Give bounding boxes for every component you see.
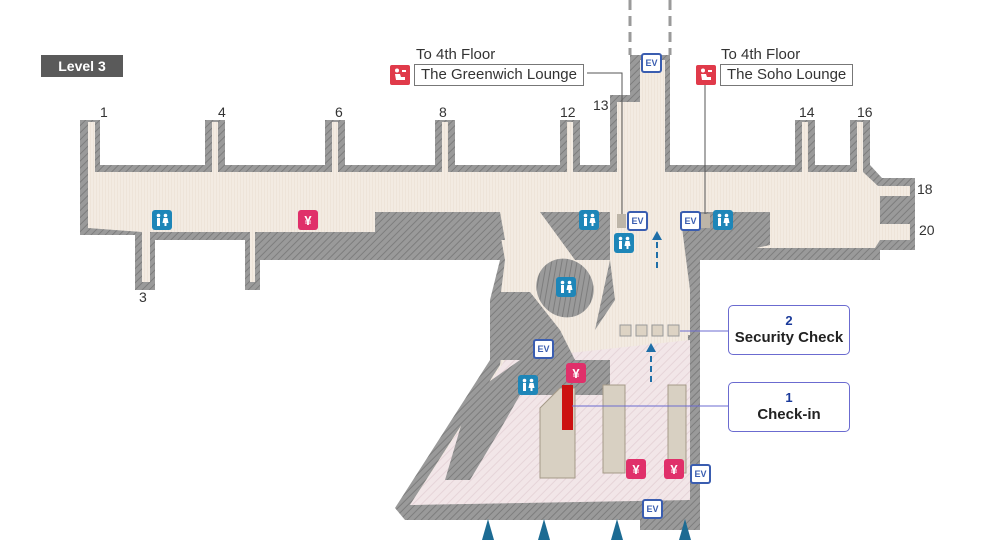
elevator-icon: EV — [627, 211, 648, 231]
gate-3-label: 3 — [139, 289, 147, 305]
security-check-label: Security Check — [734, 329, 844, 346]
currency-exchange-icon: ¥ — [626, 459, 646, 479]
soho-floor-note: To 4th Floor — [721, 46, 801, 63]
flow-arrows — [646, 231, 662, 382]
restroom-icon — [713, 210, 733, 230]
security-check-callout[interactable]: 2 Security Check — [728, 305, 850, 355]
restroom-icon — [556, 277, 576, 297]
gate-14-label: 14 — [799, 104, 815, 120]
currency-exchange-icon: ¥ — [664, 459, 684, 479]
elevator-icon: EV — [680, 211, 701, 231]
gate-12-label: 12 — [560, 104, 576, 120]
greenwich-lounge-name: The Greenwich Lounge — [414, 64, 584, 86]
greenwich-lounge[interactable]: The Greenwich Lounge — [390, 64, 584, 86]
security-lanes — [619, 324, 680, 337]
level-badge: Level 3 — [41, 55, 123, 77]
security-check-number: 2 — [785, 313, 793, 328]
soho-lounge-name: The Soho Lounge — [720, 64, 854, 86]
currency-exchange-icon: ¥ — [298, 210, 318, 230]
greenwich-floor-note: To 4th Floor — [416, 46, 496, 63]
restroom-icon — [579, 210, 599, 230]
elevator-icon: EV — [641, 53, 662, 73]
leader-lines — [572, 72, 729, 407]
lounge-icon — [390, 65, 410, 85]
currency-exchange-icon: ¥ — [566, 363, 586, 383]
soho-lounge[interactable]: The Soho Lounge — [696, 64, 854, 86]
upper-corridor — [628, 0, 672, 55]
restroom-icon — [518, 375, 538, 395]
gate-8-label: 8 — [439, 104, 447, 120]
lounge-access-marker — [701, 214, 710, 228]
gate-4-label: 4 — [218, 104, 226, 120]
gate-18-label: 18 — [917, 181, 933, 197]
check-in-number: 1 — [785, 390, 793, 405]
elevator-icon: EV — [533, 339, 554, 359]
gate-notches-right — [880, 196, 915, 224]
gate-13-label: 13 — [593, 97, 609, 113]
elevator-icon: EV — [690, 464, 711, 484]
lounge-icon — [696, 65, 716, 85]
elevator-icon: EV — [642, 499, 663, 519]
check-in-counters — [539, 384, 687, 479]
gate-1-label: 1 — [100, 104, 108, 120]
check-in-callout[interactable]: 1 Check-in — [728, 382, 850, 432]
lounge-access-marker — [617, 214, 626, 228]
restroom-icon — [152, 210, 172, 230]
restroom-icon — [614, 233, 634, 253]
gate-16-label: 16 — [857, 104, 873, 120]
gate-20-label: 20 — [919, 222, 935, 238]
check-in-counter-highlight — [562, 385, 573, 430]
gate-6-label: 6 — [335, 104, 343, 120]
entrance-markers — [482, 519, 691, 540]
check-in-label: Check-in — [757, 406, 821, 423]
